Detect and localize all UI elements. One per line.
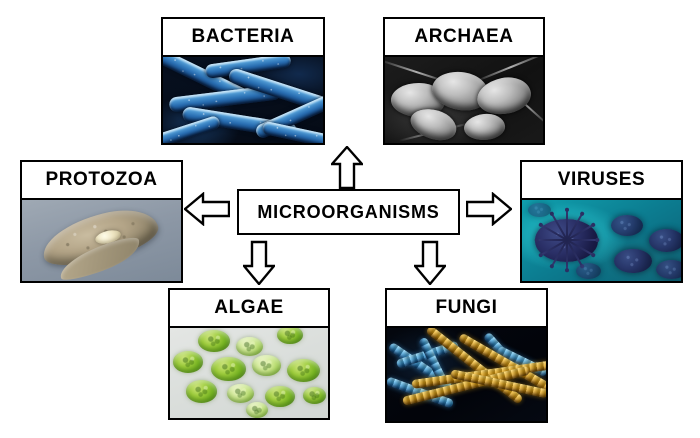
node-viruses[interactable]: VIRUSES (520, 160, 683, 283)
node-bacteria-image (163, 57, 323, 143)
node-viruses-label: VIRUSES (522, 162, 681, 200)
arrow-up-icon (331, 146, 363, 189)
node-protozoa[interactable]: PROTOZOA (20, 160, 183, 283)
node-viruses-image (522, 200, 681, 281)
arrow-left-icon (184, 192, 230, 226)
center-node-label: MICROORGANISMS (257, 201, 440, 222)
node-algae-label: ALGAE (170, 290, 328, 328)
node-bacteria[interactable]: BACTERIA (161, 17, 325, 145)
node-fungi[interactable]: FUNGI (385, 288, 548, 423)
center-node-microorganisms[interactable]: MICROORGANISMS (237, 189, 460, 235)
arrow-down-left-icon (243, 240, 275, 285)
node-bacteria-label: BACTERIA (163, 19, 323, 57)
node-algae[interactable]: ALGAE (168, 288, 330, 420)
virus-spikes (522, 208, 612, 271)
node-archaea-label: ARCHAEA (385, 19, 543, 57)
node-archaea-image (385, 57, 543, 143)
node-fungi-image (387, 328, 546, 421)
node-protozoa-image (22, 200, 181, 281)
node-archaea[interactable]: ARCHAEA (383, 17, 545, 145)
arrow-right-icon (466, 192, 512, 226)
node-algae-image (170, 328, 328, 418)
node-fungi-label: FUNGI (387, 290, 546, 328)
arrow-down-right-icon (414, 240, 446, 285)
node-protozoa-label: PROTOZOA (22, 162, 181, 200)
